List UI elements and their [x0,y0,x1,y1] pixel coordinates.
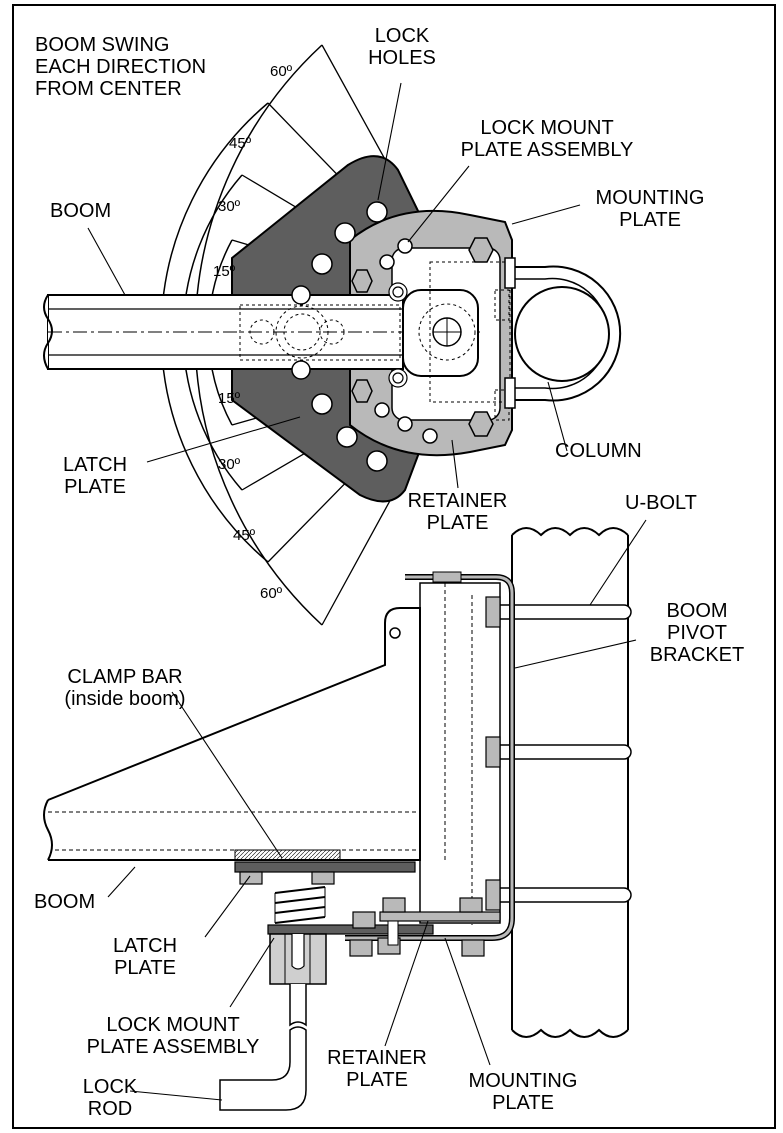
latch-plate-side-label: LATCH PLATE [112,935,178,979]
lock-rod-upper [289,984,307,1027]
angle-45-top: 45º [229,135,252,152]
clamp-bar-side [234,849,341,861]
mounting-plate-side-label: MOUNTING PLATE [468,1070,578,1114]
u-bolt-top [513,265,622,402]
retainer-plate-side-label: RETAINER PLATE [327,1047,427,1091]
latch-plate-side [234,861,416,873]
angle-60-top: 60º [270,63,293,80]
angle-30-top: 30º [218,198,241,215]
leaders-side [107,519,647,1101]
column-top [514,286,610,382]
boom-side-label: BOOM [34,891,96,913]
clamp-bar-label: CLAMP BAR (inside boom) [64,666,186,710]
angle-15-bottom: 15º [218,390,241,407]
column-label: COLUMN [555,440,642,462]
spring-side [274,886,326,924]
angle-15-top: 15º [213,263,236,280]
lock-mount-plate-assembly-side-label: LOCK MOUNT PLATE ASSEMBLY [86,1014,260,1058]
column-side [511,527,629,537]
side-view [43,519,647,1111]
boom-swing-label: BOOM SWING EACH DIRECTION FROM CENTER [35,34,207,100]
lock-rod-lower [219,1026,307,1111]
u-bolts-side [500,604,632,903]
angle-45-bottom: 45º [233,527,256,544]
pivot-bracket-side [345,575,514,940]
boom-side [47,607,421,861]
lock-mount-plate-side [267,924,434,935]
retainer-plate-top-label: RETAINER PLATE [407,490,508,534]
top-view: 60º 45º 30º 15º 15º 30º 45º 60º [43,44,622,626]
angle-30-bottom: 30º [218,456,241,473]
boom-top-label: BOOM [50,200,112,222]
leaders-top [87,82,581,489]
retainer-plate-side [379,911,501,922]
lock-rod-label: LOCK ROD [82,1076,138,1120]
bolt-heads-top [351,237,494,437]
lock-holes-label: LOCK HOLES [368,25,436,69]
mounting-plate-top-label: MOUNTING PLATE [595,187,705,231]
u-bolt-label: U-BOLT [625,492,697,514]
lock-holes [291,201,438,472]
angle-60-bottom: 60º [260,585,283,602]
latch-plate-top-label: LATCH PLATE [62,454,128,498]
lock-mount-plate-assembly-top-label: LOCK MOUNT PLATE ASSEMBLY [460,117,634,161]
boom-pivot-bracket-label: BOOM PIVOT BRACKET [649,600,745,666]
hidden-lines [239,261,511,421]
bracket-bolts-side [485,596,501,911]
